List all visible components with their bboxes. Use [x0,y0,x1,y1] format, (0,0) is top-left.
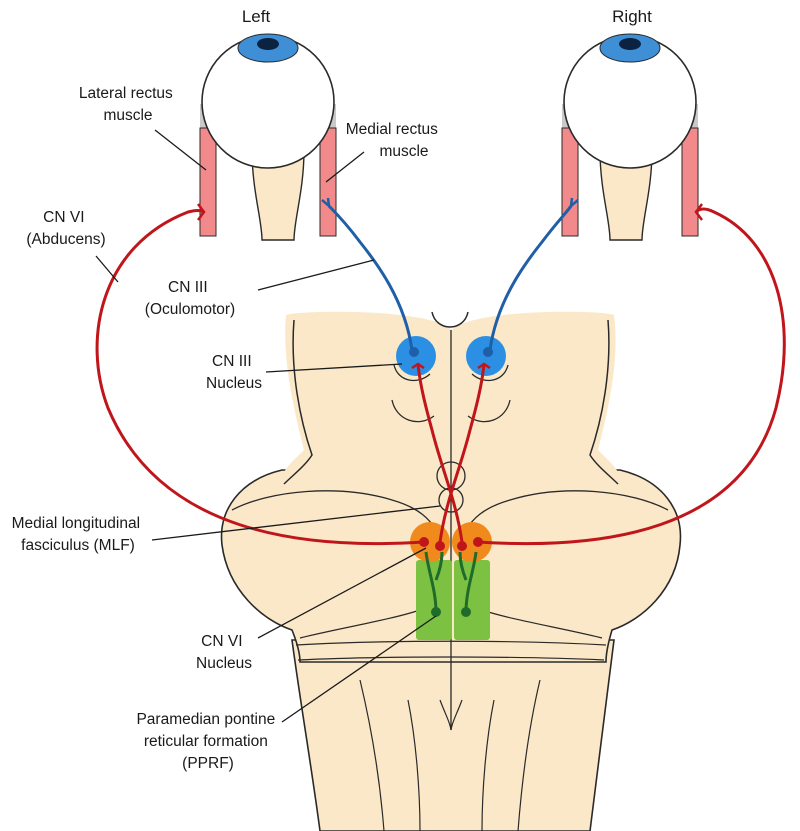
right-pprf [454,560,490,640]
label-right: Right [612,7,652,26]
pons-lower-contour-right [481,609,603,639]
pons-lower-contour-left [299,609,421,639]
left-cn-iii-soma [409,347,419,357]
left-pprf-fiber-branch [434,551,444,581]
label-mlf: Medial longitudinal fasciculus (MLF) [12,515,145,554]
left-lateral-rectus-muscle [199,127,217,237]
right-cn-vi-soma-inner [457,541,467,551]
pons-medulla-band-1 [295,640,607,646]
label-medial-rectus: Medial rectus muscle [346,121,443,160]
medulla-line-3 [517,679,541,831]
label-cn-iii: CN III (Oculomotor) [145,279,235,318]
medulla-line-1 [359,679,385,831]
label-cn-vi: CN VI (Abducens) [26,209,105,248]
right-oculomotor-terminal [569,197,579,210]
leader-mlf [151,505,441,541]
left-pupil [257,38,279,50]
right-pprf-fiber-branch [458,551,468,581]
right-medial-rectus-muscle [561,127,579,237]
leader-lateral-rectus [154,129,207,171]
right-optic-nerve [599,149,653,241]
left-oculomotor-nerve [327,204,414,351]
left-mlf-terminal [477,362,491,370]
midbrain-right-outline [589,319,619,485]
left-abducens-nerve [95,209,425,546]
right-mlf-terminal [411,362,425,370]
medulla-line-2 [407,699,421,831]
cn-iii-arc-right-1 [471,364,509,382]
label-cn-iii-nucleus: CN III Nucleus [206,353,262,392]
left-pprf-soma [431,607,441,617]
medulla-fold [439,699,463,731]
right-oculomotor-nerve [488,205,573,351]
left-eye [199,33,337,241]
left-cn-vi-soma-outer [419,537,429,547]
right-abducens-nerve [477,207,786,546]
leader-cn-vi [95,255,119,283]
pons-medulla-band-2 [297,656,605,661]
label-pprf: Paramedian pontine reticular formation (… [136,711,279,772]
left-cn-vi-soma-inner [435,541,445,551]
medulla-line-4 [481,699,495,831]
aqueduct-lower [438,487,464,513]
left-optic-nerve [251,149,305,241]
right-cn-vi-soma-outer [473,537,483,547]
left-abducens-terminal [197,203,206,221]
midbrain-notch [431,311,469,328]
right-pprf-soma [461,607,471,617]
right-pupil [619,38,641,50]
leader-cn-iii-nucleus [265,363,403,373]
midbrain-left-outline [283,319,313,485]
medulla [291,639,615,831]
labels: Left Right Lateral rectus muscle Medial … [12,7,652,772]
left-cn-vi-nucleus [410,522,450,562]
right-lateral-rectus-muscle [681,127,699,237]
cn-iii-arc-left-1 [393,364,431,382]
right-cn-vi-nucleus [452,522,492,562]
leader-cn-iii [257,259,375,291]
pons-contour-right [465,490,669,531]
leader-pprf [281,615,437,723]
leader-medial-rectus [325,151,365,183]
left-mlf-fiber [438,363,486,543]
label-lateral-rectus: Lateral rectus muscle [79,85,177,124]
left-medial-rectus-muscle [319,127,337,237]
left-oculomotor-terminal [321,197,331,210]
label-left: Left [242,7,271,26]
right-mlf-fiber [416,363,464,543]
right-pprf-fiber [464,551,478,613]
leader-cn-vi-nucleus [257,547,427,639]
right-abducens-terminal [694,203,703,221]
left-pprf-fiber [424,551,438,613]
leader-lines [95,129,441,723]
right-cn-iii-soma [483,347,493,357]
pons-contour-left [231,490,437,531]
right-eye [561,33,699,241]
label-cn-vi-nucleus: CN VI Nucleus [196,633,252,672]
